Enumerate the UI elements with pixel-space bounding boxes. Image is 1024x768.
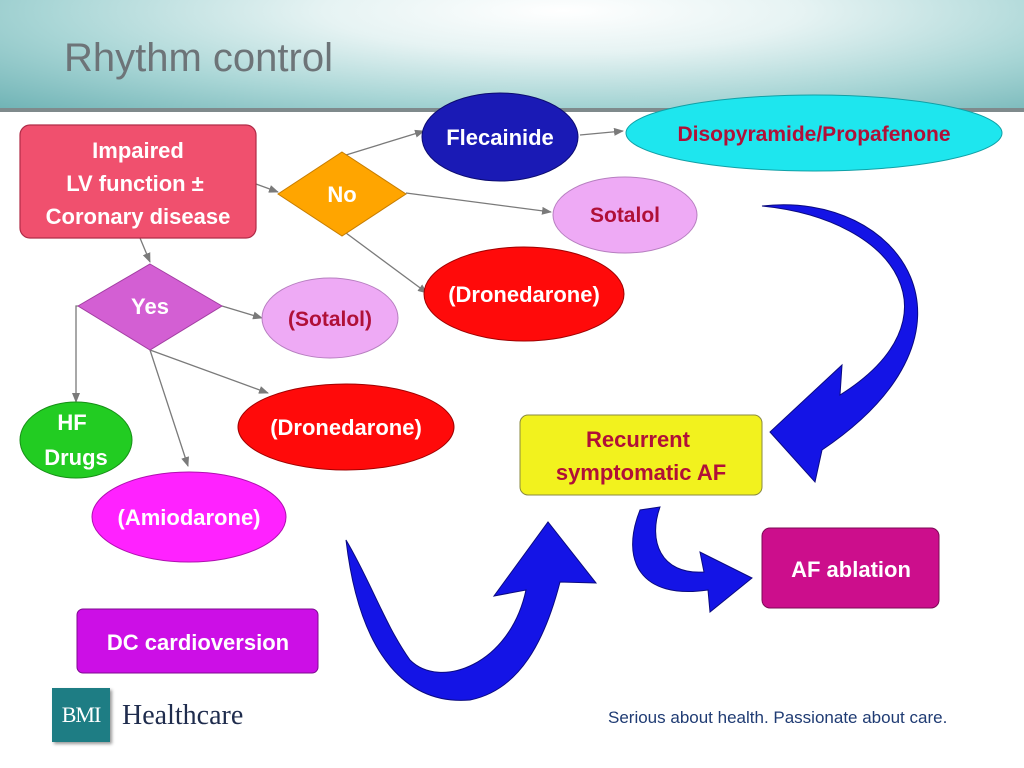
disopyramide-propafenone-label: Disopyramide/Propafenone bbox=[677, 123, 950, 146]
flecainide-node: Flecainide bbox=[421, 92, 579, 182]
connector-impaired-yes bbox=[139, 237, 151, 263]
hf-drugs-label-line2: Drugs bbox=[44, 445, 108, 470]
connector-no-dronedarone bbox=[345, 232, 428, 294]
dc-cardioversion-label: DC cardioversion bbox=[107, 630, 289, 655]
af-ablation-label: AF ablation bbox=[791, 557, 911, 582]
connector-yes-amiodarone bbox=[149, 349, 189, 467]
logo-text: Healthcare bbox=[122, 700, 244, 731]
connector-no-flecainide bbox=[345, 129, 425, 156]
decision-no-diamond: No bbox=[277, 151, 407, 237]
dronedarone-yes-node: (Dronedarone) bbox=[237, 383, 455, 471]
big-arrows bbox=[345, 204, 919, 701]
curved-arrow-small bbox=[632, 506, 753, 613]
recurrent-label-line1: Recurrent bbox=[586, 427, 691, 452]
af-ablation-box: AF ablation bbox=[761, 527, 940, 609]
page-title: Rhythm control bbox=[64, 36, 333, 80]
impaired-label-line3: Coronary disease bbox=[46, 204, 231, 229]
dc-cardioversion-box: DC cardioversion bbox=[76, 608, 319, 674]
impaired-label-line2: LV function ± bbox=[66, 171, 204, 196]
sotalol-node: Sotalol bbox=[552, 176, 698, 254]
dronedarone-no-label: (Dronedarone) bbox=[448, 282, 600, 307]
sotalol-yes-node: (Sotalol) bbox=[261, 277, 399, 359]
sotalol-label: Sotalol bbox=[590, 204, 660, 227]
recurrent-label-line2: symptomatic AF bbox=[556, 460, 726, 485]
flecainide-label: Flecainide bbox=[446, 125, 554, 150]
disopyramide-propafenone-node: Disopyramide/Propafenone bbox=[625, 94, 1003, 172]
decision-yes-diamond: Yes bbox=[77, 263, 223, 351]
tagline: Serious about health. Passionate about c… bbox=[608, 708, 948, 727]
header-band bbox=[0, 0, 1024, 110]
amiodarone-label: (Amiodarone) bbox=[118, 505, 261, 530]
decision-yes-label: Yes bbox=[131, 294, 169, 319]
decision-no-label: No bbox=[327, 182, 356, 207]
sotalol-yes-label: (Sotalol) bbox=[288, 308, 372, 331]
connector-impaired-no bbox=[255, 183, 279, 193]
dronedarone-yes-label: (Dronedarone) bbox=[270, 415, 422, 440]
amiodarone-node: (Amiodarone) bbox=[91, 471, 287, 563]
curved-arrow-bottom bbox=[345, 521, 598, 701]
connector-flecainide-disopyramide bbox=[579, 127, 624, 136]
recurrent-symptomatic-af-box: Recurrent symptomatic AF bbox=[519, 414, 763, 496]
connectors bbox=[72, 127, 624, 467]
bmi-logo: BMI bbox=[52, 688, 110, 742]
connector-yes-sotalol bbox=[221, 305, 263, 320]
dronedarone-no-node: (Dronedarone) bbox=[423, 246, 625, 342]
hf-drugs-label-line1: HF bbox=[57, 410, 86, 435]
impaired-label-line1: Impaired bbox=[92, 138, 184, 163]
hf-drugs-node: HF Drugs bbox=[19, 401, 133, 479]
curved-arrow-right bbox=[761, 204, 919, 484]
connector-yes-dronedarone bbox=[149, 349, 269, 394]
connector-yes-hf-drugs bbox=[72, 305, 80, 403]
connector-no-sotalol bbox=[405, 192, 552, 215]
impaired-lv-function-box: Impaired LV function ± Coronary disease bbox=[19, 124, 257, 239]
